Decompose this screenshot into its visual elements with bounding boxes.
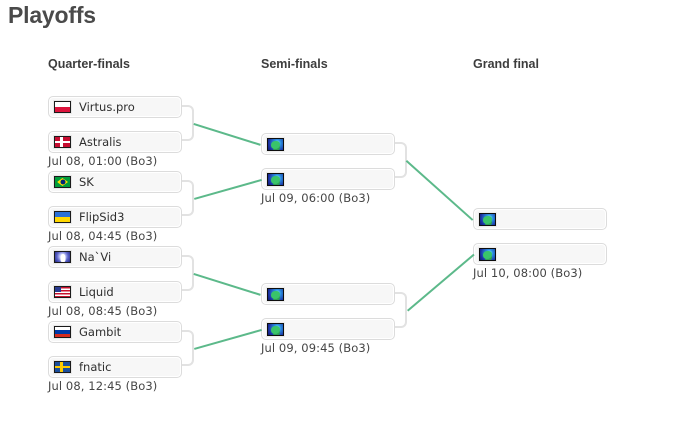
match-slot[interactable] <box>473 208 607 230</box>
pair-bracket <box>395 142 407 178</box>
pair-bracket <box>182 255 194 291</box>
pair-bracket <box>182 180 194 216</box>
team-name: fnatic <box>79 360 112 374</box>
pair-bracket <box>182 330 194 366</box>
match-slot[interactable]: Astralis <box>48 131 182 153</box>
tbd-globe-icon <box>479 212 496 226</box>
round-label-grand-final: Grand final <box>473 57 539 71</box>
team-name: SK <box>79 175 94 189</box>
match-slot[interactable]: fnatic <box>48 356 182 378</box>
match-date: Jul 09, 06:00 (Bo3) <box>261 191 371 205</box>
match-date: Jul 08, 01:00 (Bo3) <box>48 154 158 168</box>
bracket-connector <box>194 329 262 350</box>
match-slot[interactable] <box>261 133 395 155</box>
match-date: Jul 08, 12:45 (Bo3) <box>48 379 158 393</box>
team-name: Na`Vi <box>79 250 112 264</box>
page-title: Playoffs <box>8 2 96 28</box>
flag-navi-icon <box>54 251 71 263</box>
bracket-connector <box>407 253 475 312</box>
bracket-connector <box>193 123 261 146</box>
tbd-globe-icon <box>267 322 284 336</box>
tbd-globe-icon <box>267 137 284 151</box>
bracket-connector <box>405 160 473 221</box>
flag-denmark-icon <box>54 136 71 148</box>
team-name: Liquid <box>79 285 114 299</box>
team-name: Astralis <box>79 135 122 149</box>
flag-usa-icon <box>54 286 71 298</box>
pair-bracket <box>395 292 407 328</box>
match-slot[interactable]: SK <box>48 171 182 193</box>
match-slot[interactable]: Gambit <box>48 321 182 343</box>
match-slot[interactable] <box>473 243 607 265</box>
match-date: Jul 08, 08:45 (Bo3) <box>48 304 158 318</box>
match-date: Jul 08, 04:45 (Bo3) <box>48 229 158 243</box>
match-slot[interactable]: FlipSid3 <box>48 206 182 228</box>
tbd-globe-icon <box>479 247 496 261</box>
flag-sweden-icon <box>54 361 71 373</box>
bracket-connector <box>194 179 262 200</box>
pair-bracket <box>182 105 194 141</box>
match-date: Jul 09, 09:45 (Bo3) <box>261 341 371 355</box>
flag-russia-icon <box>54 326 71 338</box>
match-slot[interactable]: Virtus.pro <box>48 96 182 118</box>
match-slot[interactable] <box>261 283 395 305</box>
tbd-globe-icon <box>267 172 284 186</box>
match-slot[interactable]: Liquid <box>48 281 182 303</box>
match-slot[interactable] <box>261 318 395 340</box>
flag-ukraine-icon <box>54 211 71 223</box>
round-label-semi-finals: Semi-finals <box>261 57 328 71</box>
match-slot[interactable]: Na`Vi <box>48 246 182 268</box>
bracket-connector <box>193 273 261 296</box>
team-name: Virtus.pro <box>79 100 135 114</box>
round-label-quarter-finals: Quarter-finals <box>48 57 130 71</box>
match-date: Jul 10, 08:00 (Bo3) <box>473 266 583 280</box>
tbd-globe-icon <box>267 287 284 301</box>
match-slot[interactable] <box>261 168 395 190</box>
team-name: FlipSid3 <box>79 210 125 224</box>
flag-brazil-icon <box>54 176 71 188</box>
flag-poland-icon <box>54 101 71 113</box>
team-name: Gambit <box>79 325 122 339</box>
